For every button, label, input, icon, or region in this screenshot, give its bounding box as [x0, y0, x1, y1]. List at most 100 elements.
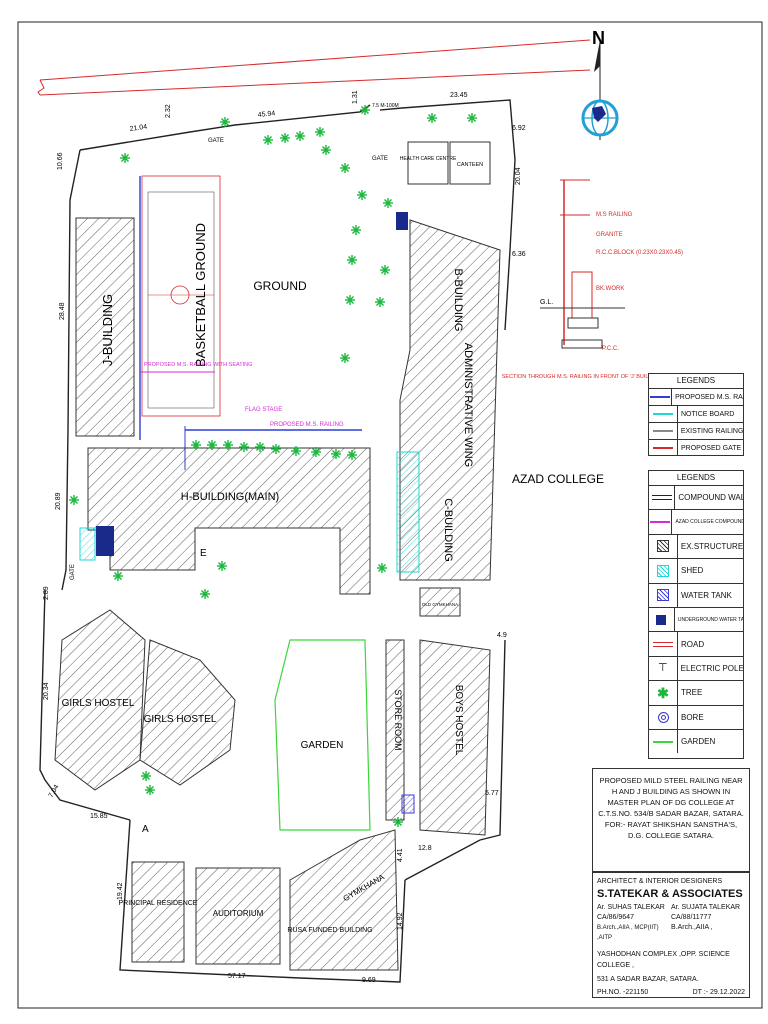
- health-care: [407, 141, 449, 185]
- flag-stage-label: FLAG STAGE: [245, 407, 282, 413]
- arch2-name: Ar. SUJATA TALEKAR: [671, 904, 741, 911]
- svg-text:M.S RAILING: M.S RAILING: [596, 212, 633, 218]
- water-tank-blue: [396, 212, 408, 230]
- svg-text:12.8: 12.8: [418, 845, 432, 852]
- section-caption: SECTION THROUGH M.S. RAILING IN FRONT OF…: [502, 374, 663, 380]
- firm-name: S.TATEKAR & ASSOCIATES: [597, 888, 743, 900]
- address-2: 531 A SADAR BAZAR, SATARA.: [597, 976, 699, 983]
- auditorium: [195, 867, 281, 965]
- h-building: [87, 447, 371, 595]
- underground-tank: [96, 526, 114, 556]
- admin-wing-label: ADMINISTRATIVE WING: [462, 343, 474, 467]
- legend1-title: LEGENDS: [649, 374, 743, 389]
- arch1-reg: CA/86/9647: [597, 914, 634, 921]
- store-room: [385, 639, 405, 821]
- phone: PH.NO. -221150: [597, 989, 649, 996]
- legend2-title: LEGENDS: [649, 471, 743, 486]
- hatch-icon: [656, 540, 669, 553]
- svg-text:10.66: 10.66: [57, 152, 64, 170]
- road: [37, 39, 591, 96]
- proposed-railing-seating-label: PROPOSED M.S. RAILING WITH SEATING: [144, 362, 252, 368]
- basketball-label: BASKETBALL GROUND: [193, 223, 208, 367]
- svg-text:BK.WORK: BK.WORK: [596, 286, 624, 292]
- ground-label: GROUND: [253, 279, 307, 293]
- svg-text:GRANITE: GRANITE: [596, 232, 623, 238]
- svg-text:6.36: 6.36: [512, 251, 526, 258]
- svg-text:2.89: 2.89: [43, 586, 50, 600]
- girls-hostel-2: [139, 639, 236, 786]
- svg-text:45.94: 45.94: [257, 110, 275, 119]
- label-a: A: [142, 824, 149, 835]
- gate-label-1: GATE: [208, 138, 224, 144]
- north-arrow: [581, 40, 619, 140]
- svg-text:2.32: 2.32: [165, 104, 172, 118]
- svg-text:4.41: 4.41: [397, 848, 404, 862]
- boys-hostel-label: BOYS HOSTEL: [453, 685, 464, 756]
- auditorium-label: AUDITORIUM: [213, 909, 264, 918]
- label-e: E: [200, 548, 207, 559]
- health-care-label: HEALTH CARE CENTRE: [400, 156, 457, 162]
- svg-text:14.92: 14.92: [397, 912, 404, 930]
- basketball-ground: [139, 175, 221, 440]
- old-gymkhana-label: OLD GYMKHANA: [422, 602, 458, 607]
- c-building-label: C-BUILDING: [442, 498, 454, 562]
- old-gymkhana: [419, 587, 461, 617]
- arch2-reg: CA/88/11777: [671, 914, 712, 921]
- b-building: [399, 219, 501, 581]
- dimensions: 21.04 45.94 23.45 6.92 10.66 28.48 20.04…: [43, 90, 526, 984]
- svg-text:57.17: 57.17: [228, 973, 246, 980]
- north-label: N: [592, 28, 605, 48]
- girls-hostel-1-label: GIRLS HOSTEL: [62, 698, 135, 709]
- legend1-row: PROPOSED GATE: [649, 440, 743, 456]
- legend-structures: LEGENDS COMPOUND WALL AZAD COLLEGE COMPO…: [648, 470, 744, 759]
- gate-label-2: GATE: [372, 156, 388, 162]
- girls-hostel-2-label: GIRLS HOSTEL: [144, 714, 217, 725]
- h-building-label: H-BUILDING(MAIN): [181, 491, 279, 503]
- svg-text:15.85: 15.85: [90, 813, 108, 820]
- bore-icon: [657, 711, 669, 723]
- proposed-railing-label: PROPOSED M.S. RAILING: [270, 422, 344, 428]
- double-line-icon: [651, 495, 672, 501]
- svg-text:23.45: 23.45: [450, 92, 468, 99]
- boys-hostel: [419, 639, 491, 836]
- svg-text:6.92: 6.92: [512, 125, 526, 132]
- principal-residence: [131, 861, 185, 963]
- garden: [274, 639, 371, 831]
- firm-role: ARCHITECT & INTERIOR DESIGNERS: [597, 878, 723, 885]
- svg-text:19.42: 19.42: [117, 882, 124, 900]
- canteen: [449, 141, 491, 185]
- section-gl: G.L.: [540, 299, 553, 306]
- arch1-qual: B.Arch.,AIIA , MCP(IIT) ,AITP: [597, 925, 659, 941]
- road-icon: [653, 641, 673, 647]
- water-tank-icon: [657, 589, 669, 602]
- svg-text:20.04: 20.04: [515, 167, 522, 185]
- rusa-label: RUSA FUNDED BUILDING: [287, 927, 372, 934]
- title-block: ARCHITECT & INTERIOR DESIGNERS S.TATEKAR…: [592, 872, 750, 998]
- electric-pole-icon: ⊤: [658, 661, 668, 674]
- svg-text:7.5 M-100M: 7.5 M-100M: [372, 103, 399, 109]
- red-line-icon: [653, 447, 673, 449]
- arch2-qual: B.Arch.,AIIA ,: [671, 924, 713, 931]
- principal-label: PRINCIPAL RESIDENCE: [119, 900, 198, 907]
- svg-text:R.C.C.BLOCK (0.23X0.23X0.45): R.C.C.BLOCK (0.23X0.23X0.45): [596, 250, 683, 256]
- store-room-label: STORE ROOM: [393, 689, 403, 750]
- svg-text:9.69: 9.69: [362, 977, 376, 984]
- garden-line-icon: [653, 740, 673, 743]
- legend1-row: NOTICE BOARD: [649, 406, 743, 423]
- gymkhana: [289, 829, 399, 971]
- svg-text:1.31: 1.31: [352, 90, 359, 104]
- shed: [79, 527, 96, 561]
- grey-line-icon: [652, 430, 673, 432]
- address-1: YASHODHAN COMPLEX ,OPP. SCIENCE COLLEGE …: [597, 951, 730, 969]
- canteen-label: CANTEEN: [457, 162, 483, 168]
- legend1-row: PROPOSED M.S. RAILING: [649, 389, 743, 406]
- svg-text:28.48: 28.48: [59, 302, 66, 320]
- svg-text:20.89: 20.89: [55, 492, 62, 510]
- svg-text:21.04: 21.04: [129, 124, 147, 133]
- cyan-line-icon: [653, 413, 673, 415]
- legend1-row: EXISTING RAILING: [649, 423, 743, 440]
- gate-label-3: GATE: [70, 564, 76, 580]
- svg-text:5.77: 5.77: [485, 790, 499, 797]
- shed-icon: [657, 564, 669, 577]
